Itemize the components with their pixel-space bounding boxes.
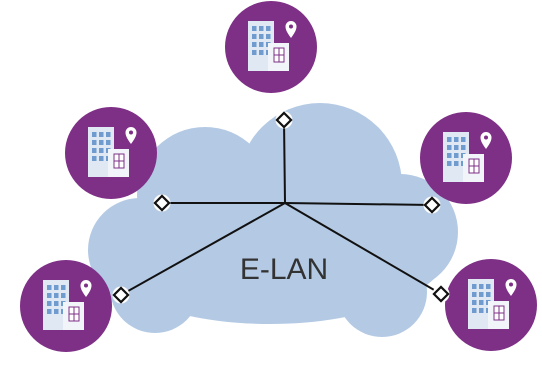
building-window <box>259 34 264 39</box>
building-window <box>99 148 104 153</box>
building-window <box>252 50 257 55</box>
connector-diamond-icon <box>275 111 293 129</box>
connector-upper-right <box>423 196 441 214</box>
location-pin-icon <box>480 132 492 149</box>
building-window <box>454 137 459 142</box>
location-pin-icon <box>285 20 297 38</box>
building-window <box>472 308 477 313</box>
building-window <box>47 293 52 298</box>
connector-top <box>275 111 293 129</box>
building-window <box>92 140 97 145</box>
connector-lower-right <box>432 285 450 303</box>
link-upper-right <box>284 202 433 206</box>
link-lower-left <box>120 202 286 296</box>
building-window <box>61 293 66 298</box>
building-window <box>461 137 466 142</box>
building-window <box>472 284 477 289</box>
building-window <box>54 309 59 314</box>
site-lower-left <box>20 260 112 352</box>
connector-diamond-icon <box>432 285 450 303</box>
building-window <box>479 308 484 313</box>
connector-diamond-icon <box>153 194 171 212</box>
building-window <box>259 26 264 31</box>
sites <box>20 1 537 352</box>
building-window <box>99 156 104 161</box>
connector-upper-left <box>153 194 171 212</box>
building-window <box>252 26 257 31</box>
building-window <box>259 50 264 55</box>
building-window <box>99 132 104 137</box>
location-pin-icon <box>80 280 92 297</box>
building-window <box>252 42 257 47</box>
network-cloud <box>88 103 458 337</box>
building-window <box>54 293 59 298</box>
building-location-icon <box>225 1 317 93</box>
building-window <box>54 285 59 290</box>
building-window <box>479 292 484 297</box>
building-window <box>472 300 477 305</box>
building-window <box>92 148 97 153</box>
building-window <box>479 284 484 289</box>
building-window <box>447 153 452 158</box>
network-links <box>120 119 442 296</box>
building-window <box>461 145 466 150</box>
building-location-icon <box>445 259 537 351</box>
building-window <box>252 34 257 39</box>
building-window <box>259 42 264 47</box>
site-upper-left <box>65 107 157 199</box>
building-window <box>447 137 452 142</box>
link-lower-right <box>284 202 442 295</box>
building-window <box>47 309 52 314</box>
building-window <box>99 140 104 145</box>
building-window <box>472 292 477 297</box>
building-window <box>47 301 52 306</box>
building-window <box>47 285 52 290</box>
network-label: E-LAN <box>240 253 328 286</box>
building-location-icon <box>65 107 157 199</box>
building-window <box>447 145 452 150</box>
location-pin-icon <box>505 279 517 296</box>
building-window <box>486 292 491 297</box>
building-location-icon <box>420 112 512 204</box>
building-window <box>486 284 491 289</box>
building-window <box>54 301 59 306</box>
building-window <box>106 132 111 137</box>
building-window <box>454 145 459 150</box>
building-window <box>92 132 97 137</box>
site-lower-right <box>445 259 537 351</box>
building-window <box>447 161 452 166</box>
connector-lower-left <box>112 286 130 304</box>
site-upper-right <box>420 112 512 204</box>
site-top <box>225 1 317 93</box>
building-window <box>479 300 484 305</box>
building-window <box>454 161 459 166</box>
connector-diamond-icon <box>423 196 441 214</box>
connector-diamond-icon <box>112 286 130 304</box>
building-window <box>266 34 271 39</box>
building-window <box>92 156 97 161</box>
connectors <box>112 111 450 304</box>
building-window <box>454 153 459 158</box>
location-pin-icon <box>125 127 137 144</box>
building-window <box>61 285 66 290</box>
building-window <box>106 140 111 145</box>
building-window <box>266 26 271 31</box>
link-top <box>283 119 286 204</box>
building-location-icon <box>20 260 112 352</box>
